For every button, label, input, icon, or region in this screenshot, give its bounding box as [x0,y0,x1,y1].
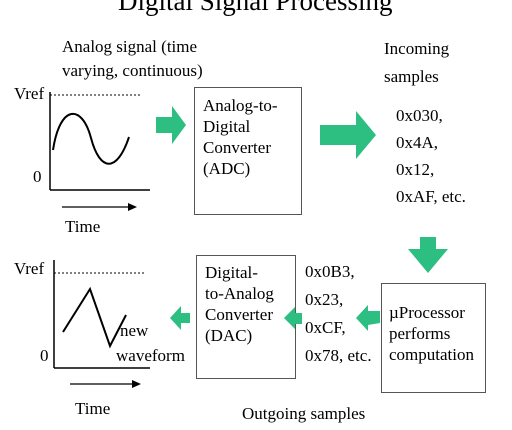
output-vref-label: Vref [14,259,45,278]
arrow-outgoing-to-dac [284,307,302,329]
diagram-title: Digital Signal Processing [118,0,393,16]
incoming-heading-line1: Incoming [384,39,450,58]
outgoing-sample-4: 0x78, etc. [305,346,372,365]
arrow-signal-to-adc [156,106,186,144]
processor-label-line3: computation [389,345,474,364]
outgoing-sample-2: 0x23, [305,290,344,309]
dac-label-line4: (DAC) [205,326,253,345]
output-zero-label: 0 [40,346,49,365]
dac-box: Digital- to-Analog Converter (DAC) [196,255,296,379]
arrow-samples-to-processor [408,237,448,273]
incoming-sample-2: 0x4A, [396,133,439,152]
outgoing-sample-1: 0x0B3, [305,262,355,281]
processor-label-line1: µProcessor [389,303,465,322]
dac-label-line1: Digital- [205,263,258,282]
input-time-arrowhead [128,203,137,211]
adc-label-line4: (ADC) [203,159,251,178]
arrow-adc-to-samples [320,111,376,159]
new-waveform-label-line1: new [120,321,149,340]
adc-label-line3: Converter [203,138,271,157]
input-zero-label: 0 [33,167,42,186]
input-vref-label: Vref [14,84,45,103]
output-time-arrowhead [132,380,141,388]
output-triangle-wave [62,286,127,349]
input-time-label: Time [65,217,101,236]
arrow-processor-to-outgoing [356,305,380,331]
processor-label-line2: performs [389,324,451,343]
analog-signal-label-line2: varying, continuous) [62,61,203,80]
adc-label-line1: Analog-to- [203,96,278,115]
outgoing-caption: Outgoing samples [242,404,366,423]
outgoing-sample-3: 0xCF, [305,318,346,337]
input-sine-wave [52,112,130,165]
adc-label-line2: Digital [203,117,251,136]
new-waveform-label-line2: waveform [116,346,185,365]
incoming-sample-3: 0x12, [396,160,435,179]
analog-signal-label-line1: Analog signal (time [62,37,198,56]
dac-label-line2: to-Analog [205,284,274,303]
adc-box: Analog-to- Digital Converter (ADC) [194,87,302,215]
output-time-label: Time [75,399,111,418]
arrow-dac-to-waveform [170,306,190,330]
incoming-heading-line2: samples [384,67,439,86]
processor-box: µProcessor performs computation [381,283,486,393]
incoming-sample-1: 0x030, [396,106,443,125]
dac-label-line3: Converter [205,305,273,324]
incoming-sample-4: 0xAF, etc. [396,187,466,206]
